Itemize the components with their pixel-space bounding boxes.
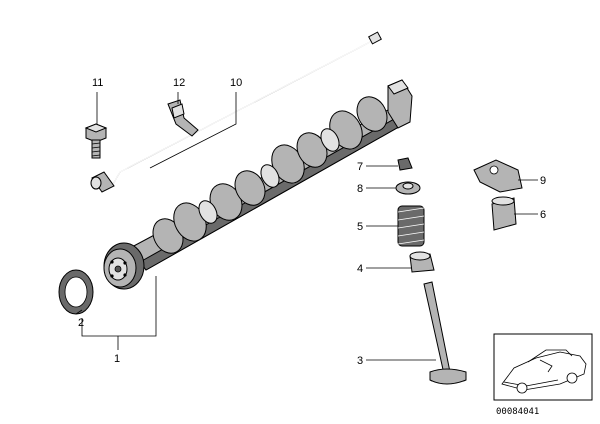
callout-4: 4 bbox=[357, 263, 363, 275]
callout-9: 9 bbox=[540, 175, 546, 187]
leader-lines bbox=[75, 92, 538, 361]
callout-8: 8 bbox=[357, 183, 363, 195]
rocker-arm bbox=[473, 159, 523, 193]
spring-retainer bbox=[395, 181, 421, 195]
valve-stem-seal bbox=[409, 251, 435, 273]
cable-bracket bbox=[167, 99, 199, 137]
callout-6: 6 bbox=[540, 209, 546, 221]
seal-ring bbox=[58, 269, 94, 315]
callout-labels: 11 12 10 2 1 3 4 5 8 7 9 6 bbox=[78, 77, 546, 367]
callout-5: 5 bbox=[357, 221, 363, 233]
callout-7: 7 bbox=[357, 161, 363, 173]
sensor-cable bbox=[90, 31, 382, 193]
valve bbox=[423, 281, 467, 385]
valve-spring bbox=[397, 205, 425, 247]
camshaft bbox=[103, 79, 413, 290]
callout-10: 10 bbox=[230, 77, 242, 89]
callout-2: 2 bbox=[78, 317, 84, 329]
vehicle-thumbnail bbox=[493, 333, 593, 401]
callout-1: 1 bbox=[114, 353, 120, 365]
callout-12: 12 bbox=[173, 77, 185, 89]
bolt bbox=[84, 123, 108, 159]
image-code: 00084041 bbox=[496, 407, 539, 417]
valve-keeper bbox=[397, 157, 413, 171]
callout-11: 11 bbox=[92, 77, 103, 89]
hydraulic-tappet bbox=[491, 196, 517, 231]
callout-3: 3 bbox=[357, 355, 363, 367]
